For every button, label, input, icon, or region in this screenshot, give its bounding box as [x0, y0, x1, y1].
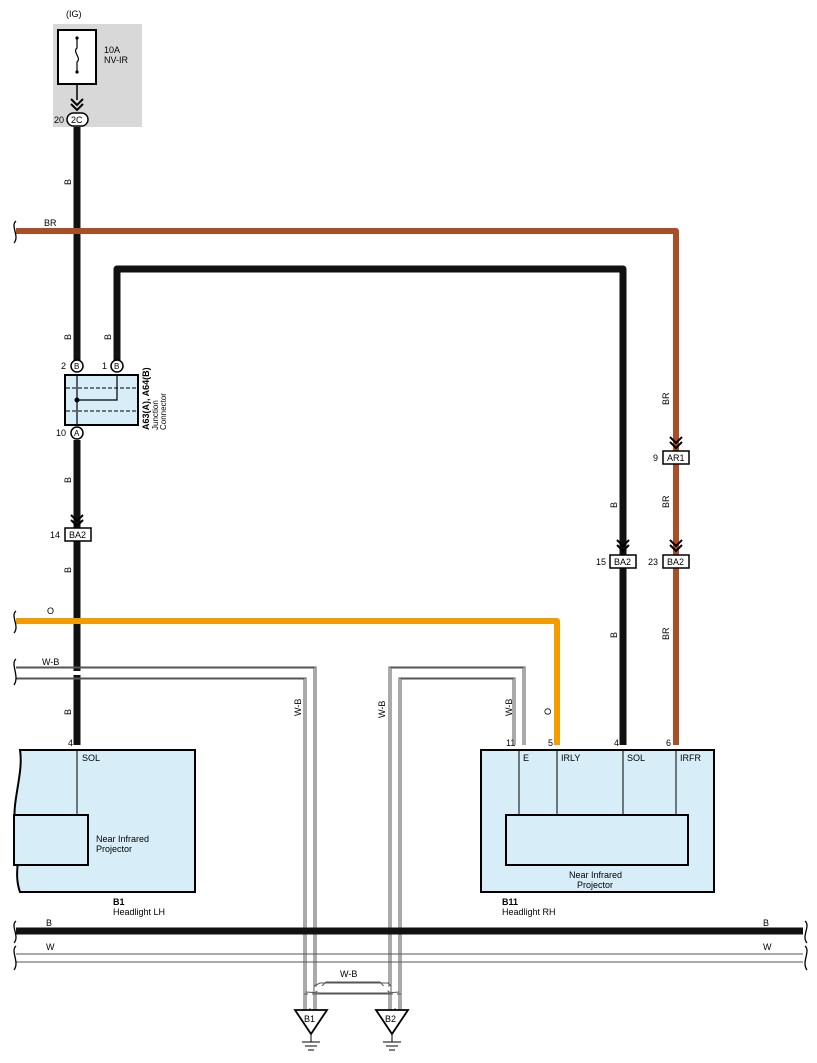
ground-b1-label: B1	[304, 1014, 315, 1024]
b1-name: Headlight LH	[113, 907, 165, 917]
fuse-symbol-icon	[74, 38, 80, 72]
junction-pin-right-letter: B	[114, 362, 119, 371]
junction-pin-bottom: 10	[56, 428, 66, 438]
label-wb-1: W-B	[42, 657, 59, 667]
ba2-left-pin: 14	[50, 530, 60, 540]
junction-name: A63(A), A64(B)	[141, 367, 151, 430]
fuse-pin: 20	[54, 115, 64, 125]
connector-ba2-mid: BA2 15	[596, 539, 637, 569]
b11-projector	[505, 814, 689, 866]
component-b1: SOL 4 Near Infrared Projector B1 Headlig…	[13, 738, 196, 917]
label-b-4: B	[63, 477, 73, 483]
b11-terminal-irfr: IRFR	[680, 753, 701, 763]
b1-projector-label2: Projector	[96, 844, 132, 854]
label-wb-2: W-B	[293, 699, 303, 716]
wire-b-junction-to-b11	[113, 265, 627, 745]
b11-id: B11	[502, 897, 518, 907]
fuse-block: (IG) 10A NV-IR	[53, 9, 142, 127]
label-b-5: B	[63, 567, 73, 573]
label-b-bus-left: B	[46, 918, 52, 928]
ground-b1: B1	[293, 1009, 329, 1051]
b11-name: Headlight RH	[502, 907, 556, 917]
label-b-2: B	[63, 334, 73, 340]
wire-o	[16, 618, 560, 745]
ba2-left-name: BA2	[69, 530, 86, 540]
ar1-name: AR1	[667, 453, 685, 463]
wire-wb-left-outer	[16, 666, 317, 1010]
label-br-4: BR	[661, 627, 671, 640]
ba2-right-name: BA2	[667, 557, 684, 567]
label-b-8: B	[609, 632, 619, 638]
b11-projector-label1: Near Infrared	[569, 870, 622, 880]
b1-terminal: SOL	[82, 753, 100, 763]
b11-terminal-sol: SOL	[627, 753, 645, 763]
connector-2c: 2C 20	[54, 98, 89, 127]
b11-pin-4: 4	[614, 738, 619, 748]
connector-ba2-right: BA2 23	[648, 539, 690, 569]
label-o-2: O	[543, 708, 553, 715]
connector-ar1: AR1 9	[653, 436, 690, 465]
component-b11: E IRLY SOL IRFR 11 5 4 6 Near Infrared P…	[480, 738, 715, 917]
junction-pin-right: 1	[102, 361, 107, 371]
ground-b2: B2	[374, 1009, 410, 1051]
junction-connector: B B A 2 1 10 A63(A), A64(B) Junction Con…	[56, 359, 168, 440]
b11-terminal-e: E	[523, 753, 529, 763]
fuse-connector-name: 2C	[71, 115, 83, 125]
b1-projector	[13, 814, 89, 866]
label-br-2: BR	[661, 392, 671, 405]
label-w-bus-left: W	[46, 942, 55, 952]
junction-pin-left-letter: B	[74, 362, 79, 371]
ba2-mid-pin: 15	[596, 557, 606, 567]
b11-pin-6: 6	[666, 738, 671, 748]
cut-marks	[13, 220, 808, 971]
fuse-rating: 10A	[104, 45, 120, 55]
label-b-3: B	[103, 334, 113, 340]
label-br-3: BR	[661, 495, 671, 508]
b11-projector-label2: Projector	[577, 880, 613, 890]
label-wb-4: W-B	[504, 699, 514, 716]
b11-pin-11: 11	[506, 738, 515, 748]
junction-desc2: Connector	[159, 393, 168, 430]
label-o-1: O	[47, 606, 54, 616]
label-b-bus-right: B	[763, 918, 769, 928]
label-b-1: B	[63, 179, 73, 185]
label-b-6: B	[63, 709, 73, 715]
junction-desc1: Junction	[151, 400, 160, 430]
b1-pin: 4	[68, 738, 73, 748]
wire-labels: B B B B B B B B BR BR BR BR O O W-B W-B …	[42, 179, 772, 979]
label-br-1: BR	[44, 218, 57, 228]
ba2-right-pin: 23	[648, 557, 658, 567]
wire-br	[16, 228, 679, 745]
ar1-pin: 9	[653, 453, 658, 463]
label-w-bus-right: W	[763, 942, 772, 952]
b1-projector-label1: Near Infrared	[96, 834, 149, 844]
b11-terminal-irly: IRLY	[561, 753, 580, 763]
b1-id: B1	[113, 897, 125, 907]
ground-b2-label: B2	[385, 1014, 396, 1024]
fuse-name: NV-IR	[104, 55, 129, 65]
b11-pin-5: 5	[548, 738, 553, 748]
ba2-mid-name: BA2	[614, 557, 631, 567]
label-wb-3: W-B	[377, 701, 387, 718]
fuse-ig-label: (IG)	[66, 9, 82, 19]
junction-pin-left: 2	[61, 361, 66, 371]
junction-pin-bottom-letter: A	[74, 429, 80, 438]
label-wb-5: W-B	[340, 969, 357, 979]
label-b-7: B	[609, 502, 619, 508]
connector-ba2-left: BA2 14	[50, 514, 92, 542]
